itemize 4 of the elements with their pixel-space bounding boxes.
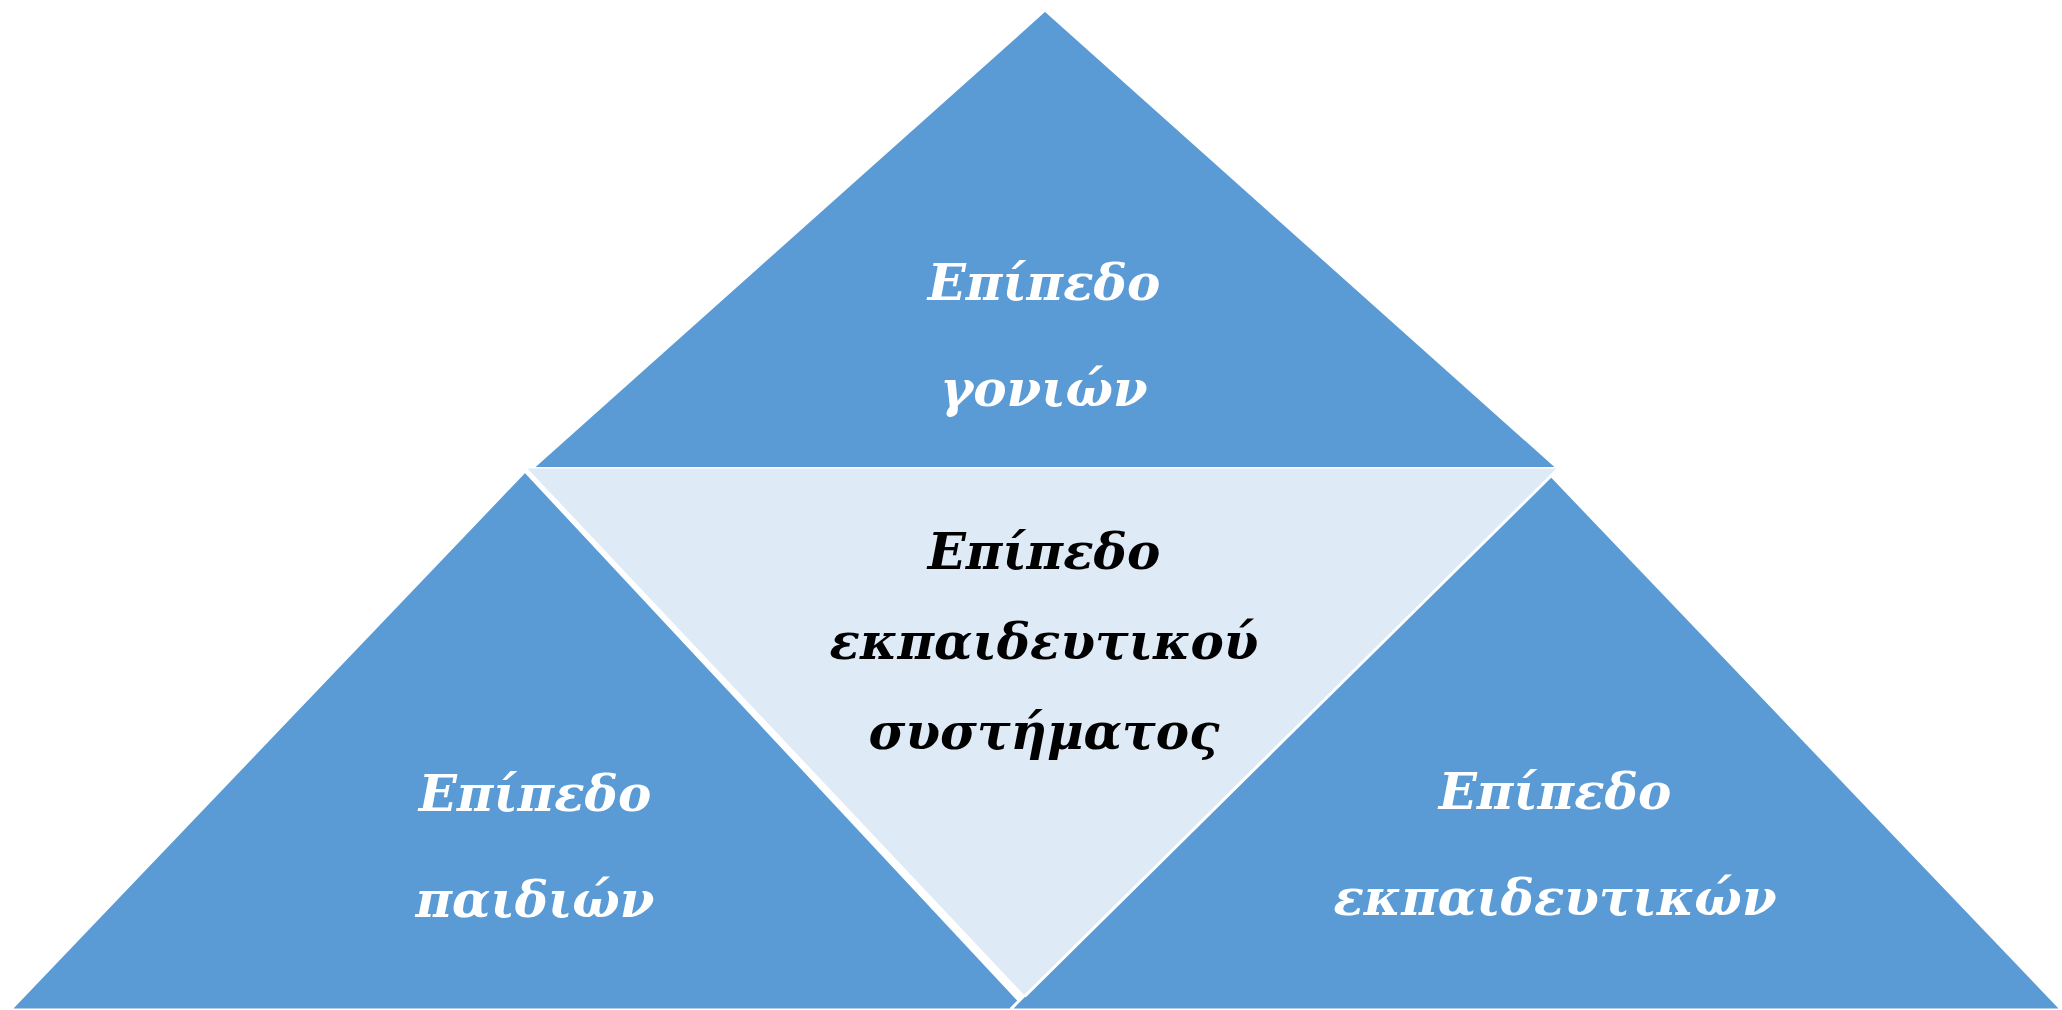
level-label: Επίπεδο γονιών	[925, 252, 1162, 420]
level-label: Επίπεδο παιδιών	[413, 763, 656, 931]
level-label: Επίπεδο εκπαιδευτικού συστήματος	[828, 521, 1260, 763]
level-label: Επίπεδο εκπαιδευτικών	[1332, 761, 1778, 929]
